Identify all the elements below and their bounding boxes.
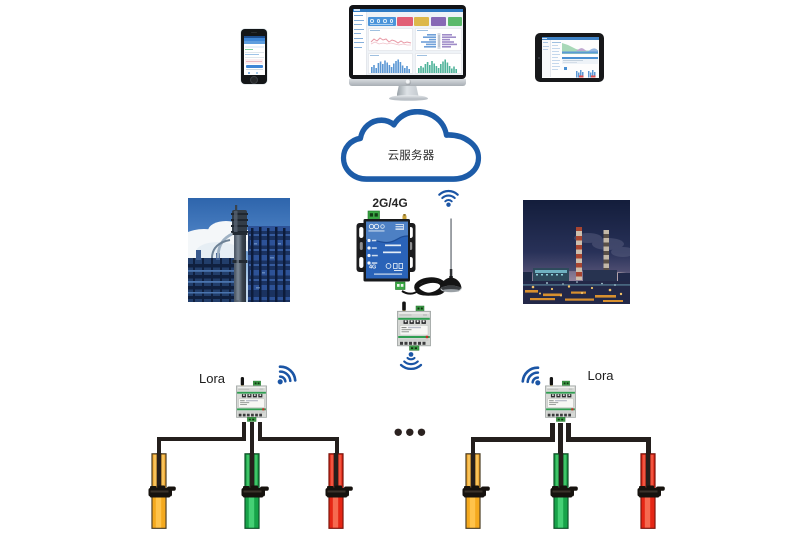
svg-text:4G: 4G [369, 265, 376, 271]
